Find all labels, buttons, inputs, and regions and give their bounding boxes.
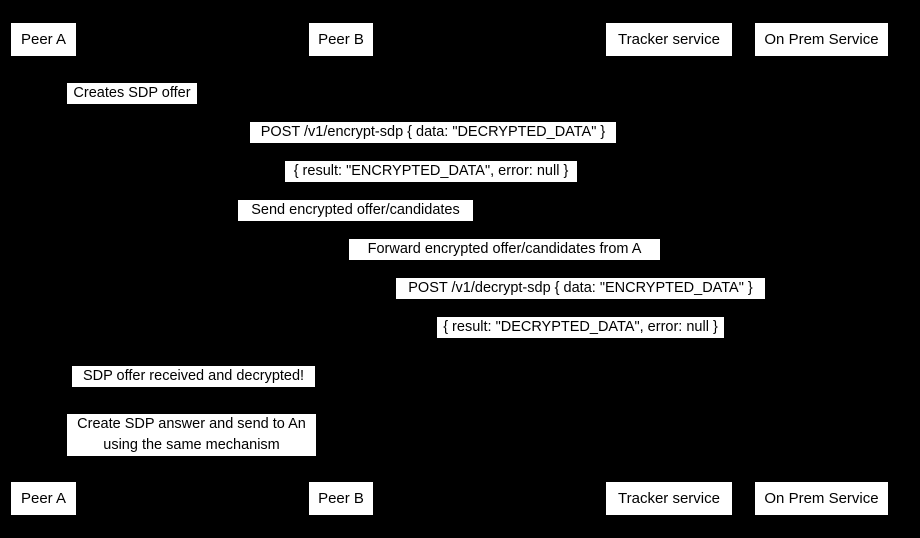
participant-footer-peer-a[interactable]: Peer A — [10, 481, 77, 516]
message-label-create-sdp-answer: Create SDP answer and send to An using t… — [67, 414, 316, 456]
lifeline-on-prem-service — [821, 57, 822, 474]
message-label-create-sdp-answer-line2: using the same mechanism — [103, 437, 280, 453]
participant-header-on-prem-service[interactable]: On Prem Service — [754, 22, 889, 57]
arrow-send-encrypted-offer — [43, 223, 668, 224]
message-label-encrypt-sdp-result: { result: "ENCRYPTED_DATA", error: null … — [285, 161, 577, 182]
arrow-encrypt-sdp-result — [43, 184, 821, 185]
participant-footer-peer-b[interactable]: Peer B — [308, 481, 374, 516]
message-label-forward-encrypted-offer: Forward encrypted offer/candidates from … — [349, 239, 660, 260]
message-label-create-sdp-answer-line1: Create SDP answer and send to An — [77, 416, 306, 432]
message-label-post-decrypt-sdp: POST /v1/decrypt-sdp { data: "ENCRYPTED_… — [396, 278, 765, 299]
message-label-sdp-offer-received: SDP offer received and decrypted! — [72, 366, 315, 387]
arrow-post-encrypt-sdp — [43, 145, 821, 146]
message-label-post-encrypt-sdp: POST /v1/encrypt-sdp { data: "DECRYPTED_… — [250, 122, 616, 143]
message-label-creates-sdp-offer: Creates SDP offer — [67, 83, 197, 104]
participant-header-peer-b[interactable]: Peer B — [308, 22, 374, 57]
participant-header-peer-a[interactable]: Peer A — [10, 22, 77, 57]
participant-header-tracker-service[interactable]: Tracker service — [605, 22, 733, 57]
message-label-send-encrypted-offer: Send encrypted offer/candidates — [238, 200, 473, 221]
arrow-post-decrypt-sdp — [340, 301, 821, 302]
lifeline-tracker-service — [668, 57, 669, 474]
lifeline-peer-b — [340, 57, 341, 474]
participant-footer-on-prem-service[interactable]: On Prem Service — [754, 481, 889, 516]
lifeline-peer-a — [43, 57, 44, 474]
arrow-creates-sdp-offer — [43, 106, 103, 107]
arrow-create-sdp-answer — [43, 457, 103, 458]
message-label-decrypt-sdp-result: { result: "DECRYPTED_DATA", error: null … — [437, 317, 724, 338]
arrow-sdp-offer-received — [43, 389, 103, 390]
participant-footer-tracker-service[interactable]: Tracker service — [605, 481, 733, 516]
arrow-decrypt-sdp-result — [340, 340, 821, 341]
arrow-forward-encrypted-offer — [340, 262, 668, 263]
